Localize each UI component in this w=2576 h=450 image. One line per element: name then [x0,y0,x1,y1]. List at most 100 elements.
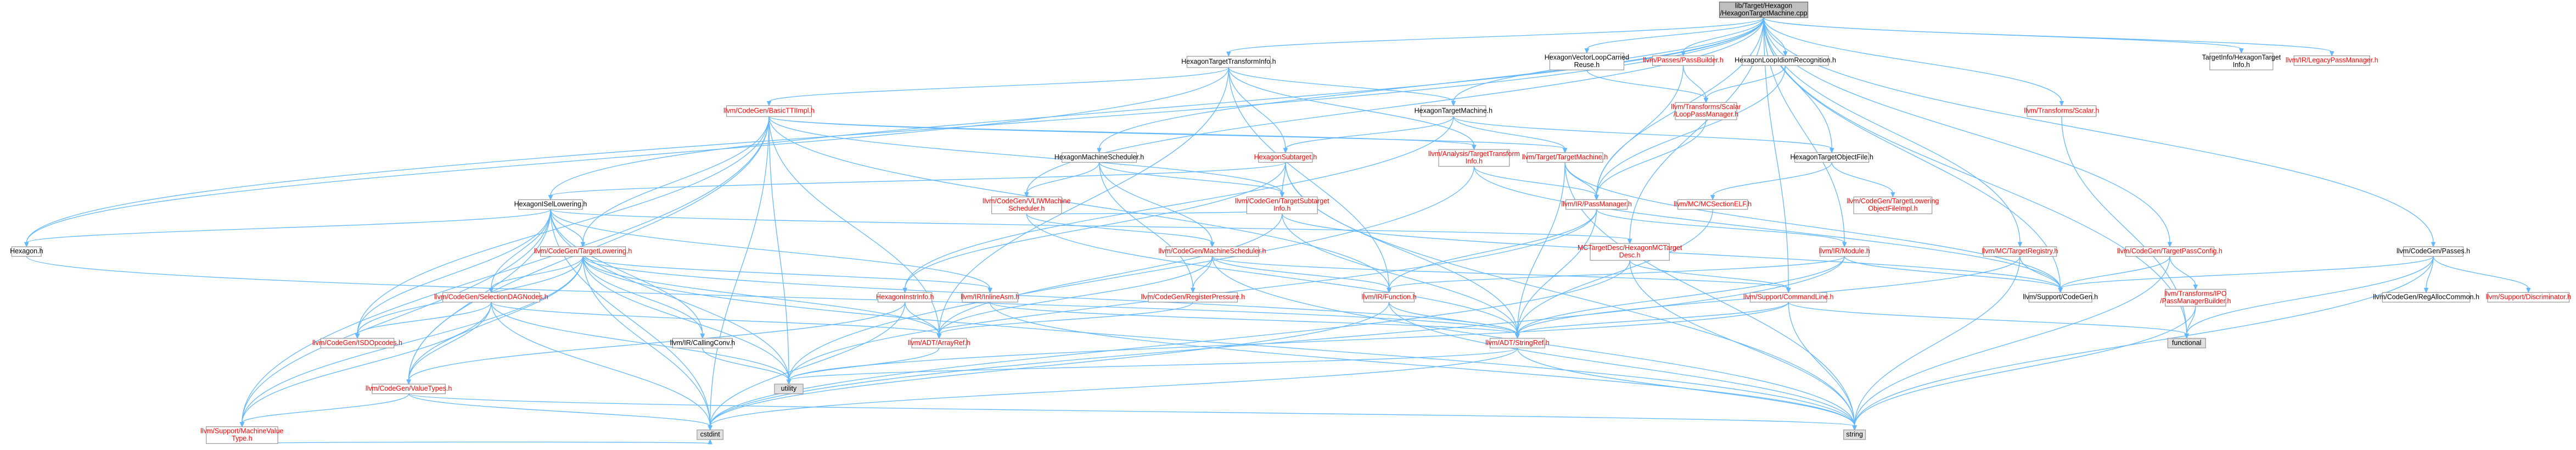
edge-code-gen-target-lowering-h-to-ir-calling-conv-h [582,256,705,339]
node-transforms-scalar-loop-pass-manager-h[interactable]: llvm/Transforms/Scalar/LoopPassManager.h [1671,102,1741,120]
node-transforms-scalar-h[interactable]: llvm/Transforms/Scalar.h [2024,105,2100,117]
node-hexagon-target-transform-info-h[interactable]: HexagonTargetTransformInfo.h [1181,55,1276,68]
node-mc-mcsection-elf-h[interactable]: llvm/MC/MCSectionELF.h [1674,199,1752,210]
node-label: llvm/CodeGen/TargetSubtarget [1235,197,1329,205]
edge-line [1473,166,1597,196]
node-label: /PassManagerBuilder.h [2160,297,2231,305]
node-code-gen-isdopcodes-h[interactable]: llvm/CodeGen/ISDOpcodes.h [312,338,402,348]
node-label: Scheduler.h [1008,205,1045,213]
node-code-gen-target-lowering-h[interactable]: llvm/CodeGen/TargetLowering.h [534,246,632,257]
node-box [1742,55,1829,66]
node-hexagon-h[interactable]: Hexagon.h [10,246,43,257]
edge-line [1026,18,1764,193]
node-hexagon-instr-info-h[interactable]: HexagonInstrInfo.h [876,292,934,303]
node-code-gen-basic-ttiimpl-h[interactable]: llvm/CodeGen/BasicTTIImpl.h [723,105,815,117]
edge-line [2059,256,2170,289]
node-code-gen-machine-scheduler-h[interactable]: llvm/CodeGen/MachineScheduler.h [1158,246,1266,257]
node-hexagon-machine-scheduler-h[interactable]: HexagonMachineScheduler.h [1054,152,1144,163]
node-label: llvm/ADT/StringRef.h [1485,339,1550,347]
edge-arrowhead [2329,51,2334,57]
edge-arrowhead [1472,145,1477,151]
node-label: llvm/ADT/ArrayRef.h [908,339,970,347]
edge-line [1596,119,1707,196]
node-transforms-ipo-pass-manager-builder-h[interactable]: llvm/Transforms/IPO/PassManagerBuilder.h [2160,288,2231,307]
node-box [1186,55,1271,68]
node-ir-pass-manager-h[interactable]: llvm/IR/PassManager.h [1561,199,1632,210]
edge-line [768,116,789,381]
node-target-target-machine-h[interactable]: llvm/Target/TargetMachine.h [1522,152,1608,163]
edge-arrowhead [1226,51,1231,57]
edge-line [582,256,940,335]
node-ir-module-h[interactable]: llvm/IR/Module.h [1819,246,1870,257]
edge-arrowhead [936,334,942,339]
edge-code-gen-value-types-h-to-support-machine-value-type-h [239,393,409,427]
node-hexagon-target-object-file-h[interactable]: HexagonTargetObjectFile.h [1791,152,1874,163]
edge-line [1596,209,1845,243]
edge-line [1854,256,2170,426]
node-box [540,246,626,257]
node-ir-calling-conv-h[interactable]: llvm/IR/CallingConv.h [670,338,736,348]
node-hexagon-subtarget-h[interactable]: HexagonSubtarget.h [1254,152,1317,163]
node-code-gen-reg-alloc-common-h[interactable]: llvm/CodeGen/RegAllocCommon.h [2373,292,2479,303]
node-hexagon-target-machine-h[interactable]: HexagonTargetMachine.h [1415,105,1492,117]
node-code-gen-register-pressure-h[interactable]: llvm/CodeGen/RegisterPressure.h [1141,292,1245,303]
edge-hexagon-isel-lowering-h-to-mctarget-desc-hexagon-mctarget-desc-h [550,209,1632,245]
edge-line [1763,18,1832,149]
node-box [2028,292,2092,303]
edge-line [242,302,492,423]
edge-code-gen-target-pass-config-h-to-support-code-gen-h [2058,256,2170,293]
node-ir-inline-asm-h[interactable]: llvm/IR/InlineAsm.h [961,292,1019,303]
edge-hexagon-target-object-file-h-to-code-gen-target-lowering-object-file-impl-h [1831,162,1895,198]
node-label: llvm/CodeGen/RegAllocCommon.h [2373,293,2479,301]
node-label: Info.h [1273,205,1290,213]
node-code-gen-selection-dagnodes-h[interactable]: llvm/CodeGen/SelectionDAGNodes.h [434,292,548,303]
edge-line [1854,256,2021,426]
edge-line [1282,214,1518,335]
edge-arrowhead [1703,97,1709,103]
node-label: llvm/CodeGen/TargetLowering.h [534,247,632,255]
edge-line [709,302,1390,426]
node-adt-string-ref-h[interactable]: llvm/ADT/StringRef.h [1485,338,1550,348]
node-box [1148,292,1238,303]
edge-line [1854,306,2196,426]
node-analysis-target-transform-info-h[interactable]: llvm/Analysis/TargetTransformInfo.h [1428,149,1520,167]
node-label: llvm/CodeGen/TargetPassConfig.h [2117,247,2223,255]
node-hexagon-isel-lowering-h[interactable]: HexagonISelLowering.h [514,199,587,210]
edge-arrowhead [580,242,586,248]
node-box [1165,246,1259,257]
node-support-discriminator-h[interactable]: llvm/Support/Discriminator.h [2486,292,2572,303]
edge-hexagon-target-machine-h-to-target-target-machine-h [1453,116,1568,154]
node-box [672,338,733,348]
node-passes-pass-builder-h[interactable]: llvm/Passes/PassBuilder.h [1643,55,1724,66]
node-box [726,105,812,117]
node-support-code-gen-h[interactable]: llvm/Support/CodeGen.h [2023,292,2098,303]
edge-arrowhead [1842,242,1847,248]
node-mc-target-registry-h[interactable]: llvm/MC/TargetRegistry.h [1982,246,2058,257]
node-code-gen-passes-h[interactable]: llvm/CodeGen/Passes.h [2397,246,2470,257]
nodes-layer: lib/Target/Hexagon/HexagonTargetMachine.… [10,2,2572,444]
edge-line [408,302,492,381]
node-support-command-line-h[interactable]: llvm/Support/CommandLine.h [1743,292,1834,303]
node-ir-function-h[interactable]: llvm/IR/Function.h [1362,292,1417,303]
edge-hexagon-subtarget-h-to-hexagon-isel-lowering-h [548,162,1286,201]
edge-hexagon-target-transform-info-h-to-hexagon-target-machine-h [1228,67,1456,107]
edges-layer [24,17,2531,445]
node-code-gen-value-types-h[interactable]: llvm/CodeGen/ValueTypes.h [366,384,452,395]
node-adt-array-ref-h[interactable]: llvm/ADT/ArrayRef.h [908,338,970,348]
edge-line [1517,209,1597,335]
node-label: MCTargetDesc/HexagonMCTarget [1578,244,1682,252]
node-code-gen-target-pass-config-h[interactable]: llvm/CodeGen/TargetPassConfig.h [2117,246,2223,257]
node-hexagon-loop-idiom-recognition-h[interactable]: HexagonLoopIdiomRecognition.h [1735,55,1836,66]
node-code-gen-target-lowering-object-file-impl-h[interactable]: llvm/CodeGen/TargetLoweringObjectFileImp… [1847,196,1939,214]
node-label: llvm/Support/CodeGen.h [2023,293,2098,301]
edge-mc-target-registry-h-to-support-code-gen-h [2019,256,2063,293]
edge-line [26,209,551,243]
node-ir-legacy-pass-manager-h[interactable]: llvm/IR/LegacyPassManager.h [2286,55,2378,66]
edge-code-gen-target-lowering-h-to-utility [582,256,792,385]
